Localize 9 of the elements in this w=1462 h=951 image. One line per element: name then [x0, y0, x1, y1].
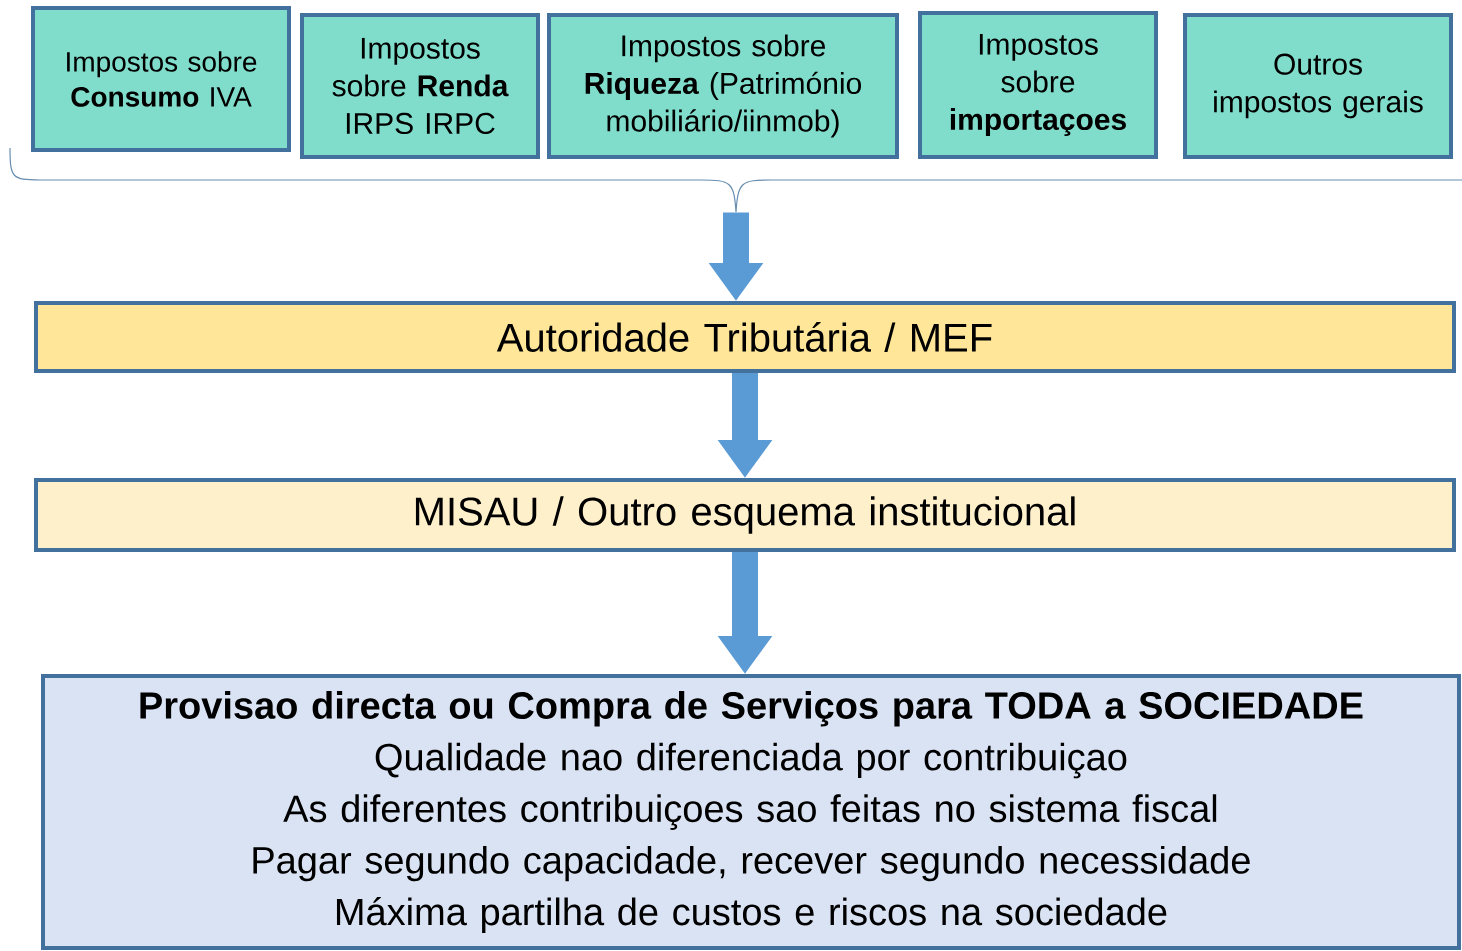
institution-box: MISAU / Outro esquema institucional [34, 478, 1456, 552]
tax-box: Impostos sobre Renda IRPS IRPC [300, 13, 540, 159]
tax-box: Outros impostos gerais [1183, 13, 1453, 159]
tax-box: Impostos sobre Riqueza (Património mobiliário/iinmob) [547, 13, 899, 159]
tax-box: Impostos sobre importaçoes [918, 11, 1158, 159]
tax-box: Impostos sobre Consumo IVA [31, 6, 291, 152]
bracket [9, 147, 1462, 213]
provision-box: Provisao directa ou Compra de Serviços para TODA a SOCIEDADE Qualidade nao diferenciada por contribuiçao As diferentes contribuiçoes sao feitas no sistema fiscal Pagar segundo capacidade, recever segundo necessidade Máxima partilha de custos e riscos na sociedade [41, 674, 1461, 950]
authority-box: Autoridade Tributária / MEF [34, 301, 1456, 373]
